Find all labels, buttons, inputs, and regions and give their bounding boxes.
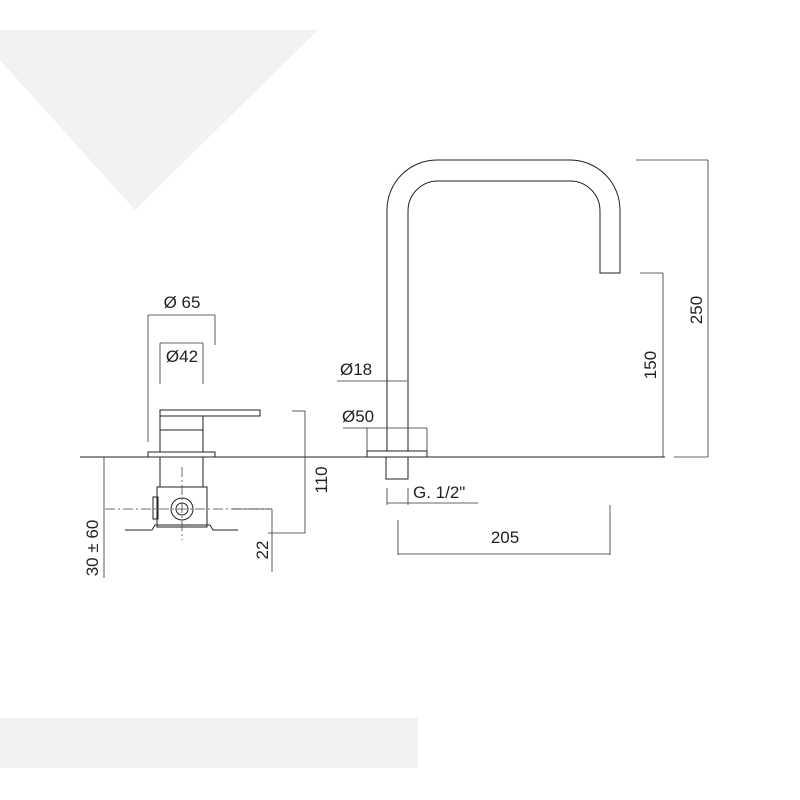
label-thread: G. 1/2" bbox=[413, 483, 465, 502]
mixer bbox=[105, 409, 270, 540]
label-height-250: 250 bbox=[687, 296, 706, 324]
label-diameter-18: Ø18 bbox=[340, 360, 372, 379]
label-diameter-65: Ø 65 bbox=[164, 293, 201, 312]
label-reach-205: 205 bbox=[491, 528, 519, 547]
mixer-dimensions bbox=[103, 314, 306, 578]
spout-dimensions bbox=[337, 159, 709, 555]
background-bar bbox=[0, 718, 418, 768]
label-offset-22: 22 bbox=[253, 541, 272, 560]
label-diameter-42: Ø42 bbox=[166, 347, 198, 366]
label-height-110: 110 bbox=[312, 466, 331, 493]
background-triangle bbox=[0, 30, 318, 210]
label-diameter-50: Ø50 bbox=[342, 407, 374, 426]
label-deck-thickness: 30 ± 60 bbox=[83, 520, 102, 577]
label-height-150: 150 bbox=[641, 351, 660, 379]
spout bbox=[366, 159, 621, 480]
